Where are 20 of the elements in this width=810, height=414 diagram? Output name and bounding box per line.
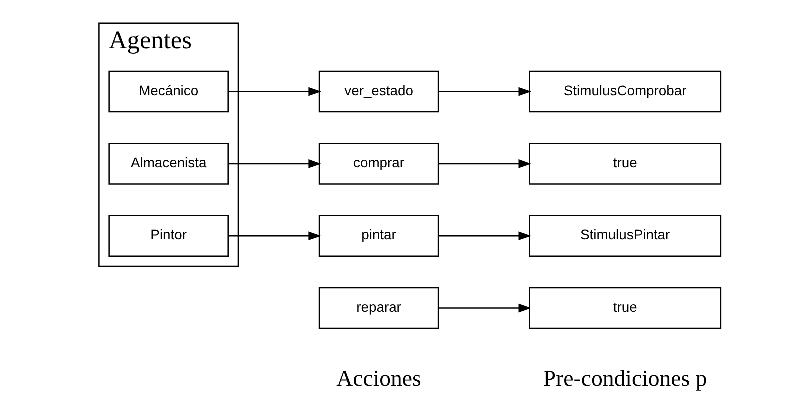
arrow [438, 304, 532, 313]
label: Pre-condiciones p [543, 366, 708, 392]
node-box: true [529, 287, 722, 330]
arrow [228, 87, 322, 96]
arrow [438, 87, 532, 96]
node-box: StimulusComprobar [529, 70, 722, 113]
node-box: Almacenista [108, 143, 229, 185]
arrow [438, 232, 532, 241]
node-box: comprar [318, 143, 440, 185]
arrow [438, 160, 532, 168]
label: Acciones [336, 366, 422, 392]
node-box: ver_estado [318, 70, 440, 113]
arrow [228, 160, 322, 168]
node-box: true [529, 143, 722, 185]
node-box: pintar [318, 215, 440, 258]
node-box: reparar [318, 287, 440, 330]
arrow [228, 232, 322, 241]
node-box: StimulusPintar [529, 215, 722, 258]
node-box: Mecánico [108, 70, 229, 113]
node-box: Pintor [108, 215, 229, 258]
